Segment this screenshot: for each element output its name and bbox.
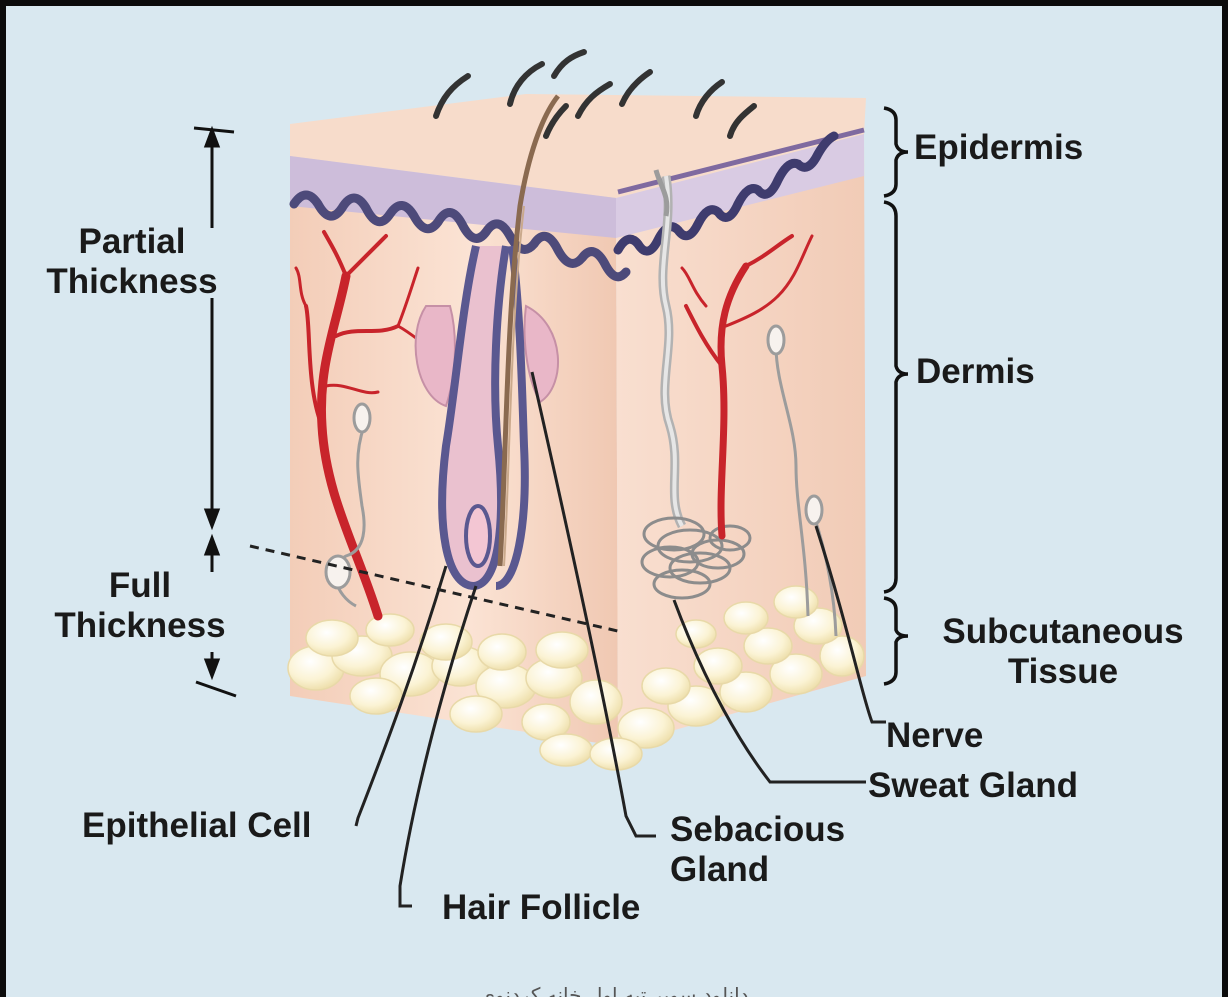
label-epidermis: Epidermis xyxy=(914,128,1083,168)
layer-brackets xyxy=(884,108,908,684)
label-partial-thickness: Partial Thickness xyxy=(20,222,244,302)
label-nerve: Nerve xyxy=(886,716,983,756)
diagram-frame: Partial Thickness Full Thickness Epiderm… xyxy=(6,6,1222,997)
watermark-text: دانلود سوپر تپه اول خانه کردنوی xyxy=(6,984,1222,997)
label-dermis: Dermis xyxy=(916,352,1035,392)
label-hair-follicle: Hair Follicle xyxy=(442,888,640,928)
label-subcutaneous-tissue: Subcutaneous Tissue xyxy=(918,612,1208,692)
label-epithelial-cell: Epithelial Cell xyxy=(82,806,312,846)
label-sweat-gland: Sweat Gland xyxy=(868,766,1078,806)
label-sebacious-gland: Sebacious Gland xyxy=(670,810,845,890)
label-full-thickness: Full Thickness xyxy=(28,566,252,646)
